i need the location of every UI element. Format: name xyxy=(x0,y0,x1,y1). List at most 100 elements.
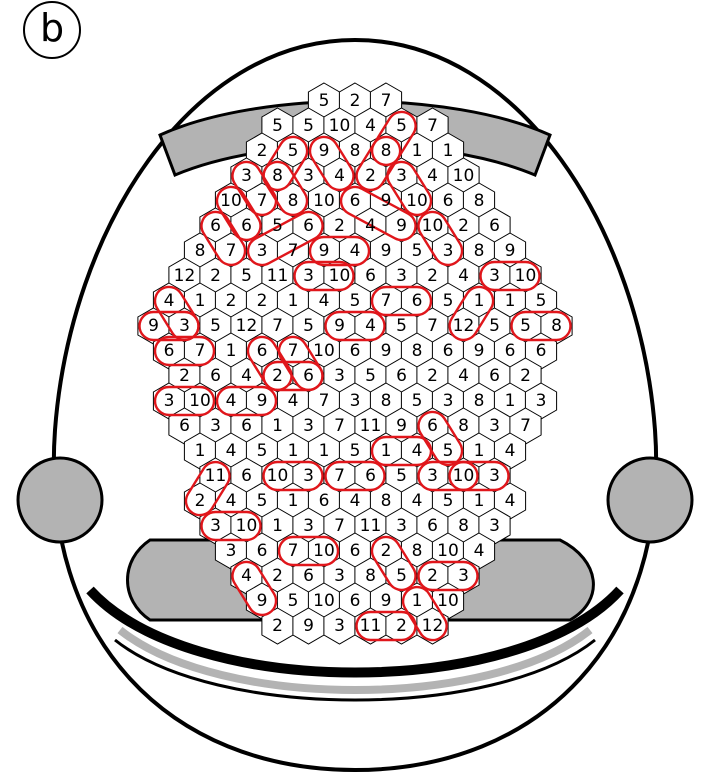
hex-number: 4 xyxy=(427,166,438,186)
hex-number: 7 xyxy=(334,516,345,536)
hex-number: 2 xyxy=(195,491,206,511)
hex-number: 2 xyxy=(458,216,469,236)
hex-number: 8 xyxy=(412,341,423,361)
hex-number: 3 xyxy=(210,516,221,536)
hex-number: 12 xyxy=(236,316,258,336)
hex-number: 1 xyxy=(381,441,392,461)
hex-number: 2 xyxy=(427,266,438,286)
hex-number: 9 xyxy=(505,241,516,261)
hex-number: 9 xyxy=(319,241,330,261)
hex-number: 5 xyxy=(288,591,299,611)
hex-number: 1 xyxy=(319,441,330,461)
hex-number: 12 xyxy=(422,616,444,636)
hex-number: 4 xyxy=(350,491,361,511)
hex-number: 3 xyxy=(164,391,175,411)
hex-number: 1 xyxy=(474,491,485,511)
hex-number: 6 xyxy=(210,216,221,236)
hex-number: 4 xyxy=(350,241,361,261)
hex-number: 5 xyxy=(396,566,407,586)
hex-number: 8 xyxy=(288,191,299,211)
hex-number: 3 xyxy=(536,391,547,411)
hex-number: 10 xyxy=(220,191,242,211)
hex-number: 4 xyxy=(164,291,175,311)
hex-number: 4 xyxy=(458,366,469,386)
hex-number: 7 xyxy=(288,241,299,261)
hex-number: 5 xyxy=(288,141,299,161)
hex-number: 9 xyxy=(381,341,392,361)
hex-number: 6 xyxy=(505,341,516,361)
hex-number: 3 xyxy=(443,391,454,411)
hex-number: 4 xyxy=(458,266,469,286)
hex-number: 8 xyxy=(412,541,423,561)
hex-number: 4 xyxy=(412,491,423,511)
hex-number: 4 xyxy=(365,316,376,336)
hex-number: 10 xyxy=(236,516,258,536)
hex-number: 12 xyxy=(453,316,475,336)
hex-number: 9 xyxy=(319,141,330,161)
hex-number: 3 xyxy=(350,391,361,411)
hex-number: 4 xyxy=(412,441,423,461)
hex-number: 6 xyxy=(241,416,252,436)
hex-number: 7 xyxy=(334,416,345,436)
hex-number: 5 xyxy=(443,291,454,311)
hex-number: 5 xyxy=(303,316,314,336)
panel-letter: b xyxy=(40,6,64,50)
hex-number: 4 xyxy=(241,566,252,586)
hex-number: 5 xyxy=(412,391,423,411)
hex-number: 7 xyxy=(319,391,330,411)
hex-number: 4 xyxy=(365,116,376,136)
hex-number: 3 xyxy=(489,516,500,536)
hex-number: 4 xyxy=(505,491,516,511)
hex-number: 6 xyxy=(427,416,438,436)
hex-number: 3 xyxy=(427,466,438,486)
hex-number: 10 xyxy=(453,166,475,186)
hex-number: 5 xyxy=(272,216,283,236)
hex-number: 6 xyxy=(257,341,268,361)
hex-number: 6 xyxy=(257,541,268,561)
hex-number: 9 xyxy=(257,591,268,611)
hex-number: 3 xyxy=(303,466,314,486)
hex-number: 4 xyxy=(226,391,237,411)
hex-number: 6 xyxy=(489,366,500,386)
hex-number: 11 xyxy=(267,266,289,286)
hex-number: 5 xyxy=(396,116,407,136)
hex-number: 3 xyxy=(303,416,314,436)
hex-number: 5 xyxy=(257,491,268,511)
hex-number: 8 xyxy=(458,516,469,536)
hex-number: 1 xyxy=(474,441,485,461)
hex-number: 11 xyxy=(360,516,382,536)
hex-number: 10 xyxy=(437,541,459,561)
hex-number: 1 xyxy=(195,291,206,311)
hex-number: 1 xyxy=(443,141,454,161)
hex-number: 3 xyxy=(334,566,345,586)
hex-number: 10 xyxy=(515,266,537,286)
hex-number: 5 xyxy=(257,441,268,461)
hex-number: 5 xyxy=(319,91,330,111)
hex-number: 5 xyxy=(443,441,454,461)
hex-number: 6 xyxy=(241,216,252,236)
hex-number: 8 xyxy=(381,491,392,511)
hex-number: 2 xyxy=(272,366,283,386)
hex-number: 6 xyxy=(427,516,438,536)
hex-number: 8 xyxy=(381,141,392,161)
hex-number: 1 xyxy=(288,491,299,511)
hex-number: 8 xyxy=(195,241,206,261)
hex-number: 3 xyxy=(257,241,268,261)
hex-number: 2 xyxy=(381,541,392,561)
hex-number: 10 xyxy=(329,116,351,136)
hex-number: 5 xyxy=(536,291,547,311)
hex-number: 3 xyxy=(396,516,407,536)
hex-number: 9 xyxy=(396,216,407,236)
hex-number: 7 xyxy=(381,291,392,311)
hex-number: 11 xyxy=(360,416,382,436)
hex-number: 10 xyxy=(189,391,211,411)
hex-number: 5 xyxy=(396,466,407,486)
hex-number: 2 xyxy=(210,266,221,286)
hex-number: 7 xyxy=(334,466,345,486)
hex-number: 8 xyxy=(458,416,469,436)
hex-number: 7 xyxy=(257,191,268,211)
hex-number: 3 xyxy=(334,366,345,386)
hex-number: 8 xyxy=(365,566,376,586)
hex-number: 6 xyxy=(179,416,190,436)
hex-number: 10 xyxy=(453,466,475,486)
